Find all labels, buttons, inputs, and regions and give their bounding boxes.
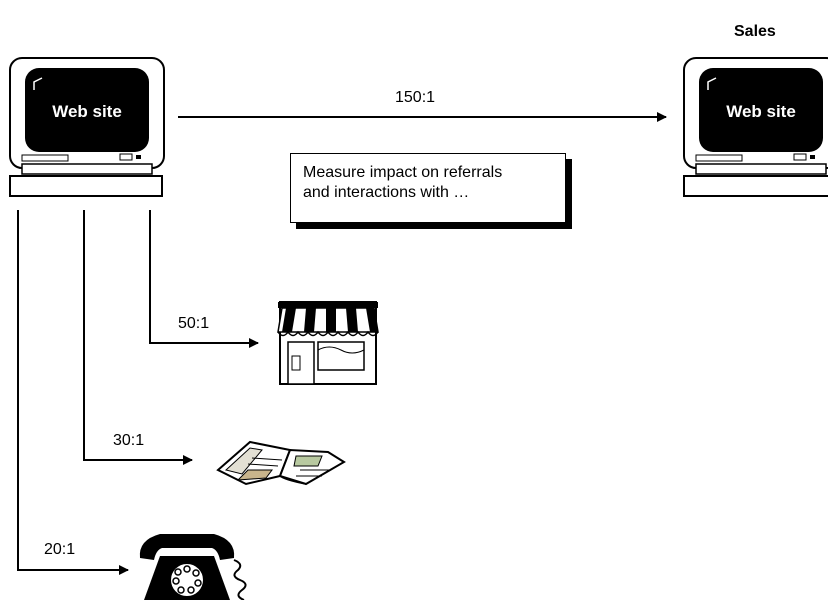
storefront-icon — [277, 301, 379, 385]
note-line-2: and interactions with … — [303, 184, 470, 201]
source-screen-label: Web site — [52, 102, 122, 121]
target-computer-icon: Web site — [683, 57, 828, 197]
print-arrow — [83, 210, 193, 465]
measure-impact-note: Measure impact on referrals and interact… — [290, 153, 566, 223]
sales-ratio-label: 150:1 — [395, 89, 435, 106]
open-magazine-icon — [216, 440, 346, 486]
target-screen-label: Web site — [726, 102, 796, 121]
note-line-1: Measure impact on referrals — [303, 164, 503, 181]
phone-ratio-label: 20:1 — [44, 541, 75, 558]
rotary-phone-icon — [139, 534, 247, 600]
phone-arrow — [17, 210, 129, 575]
source-computer-icon: Web site — [9, 57, 165, 197]
store-arrow — [149, 210, 259, 348]
sales-label: Sales — [734, 23, 776, 40]
store-ratio-label: 50:1 — [178, 315, 209, 332]
print-ratio-label: 30:1 — [113, 432, 144, 449]
